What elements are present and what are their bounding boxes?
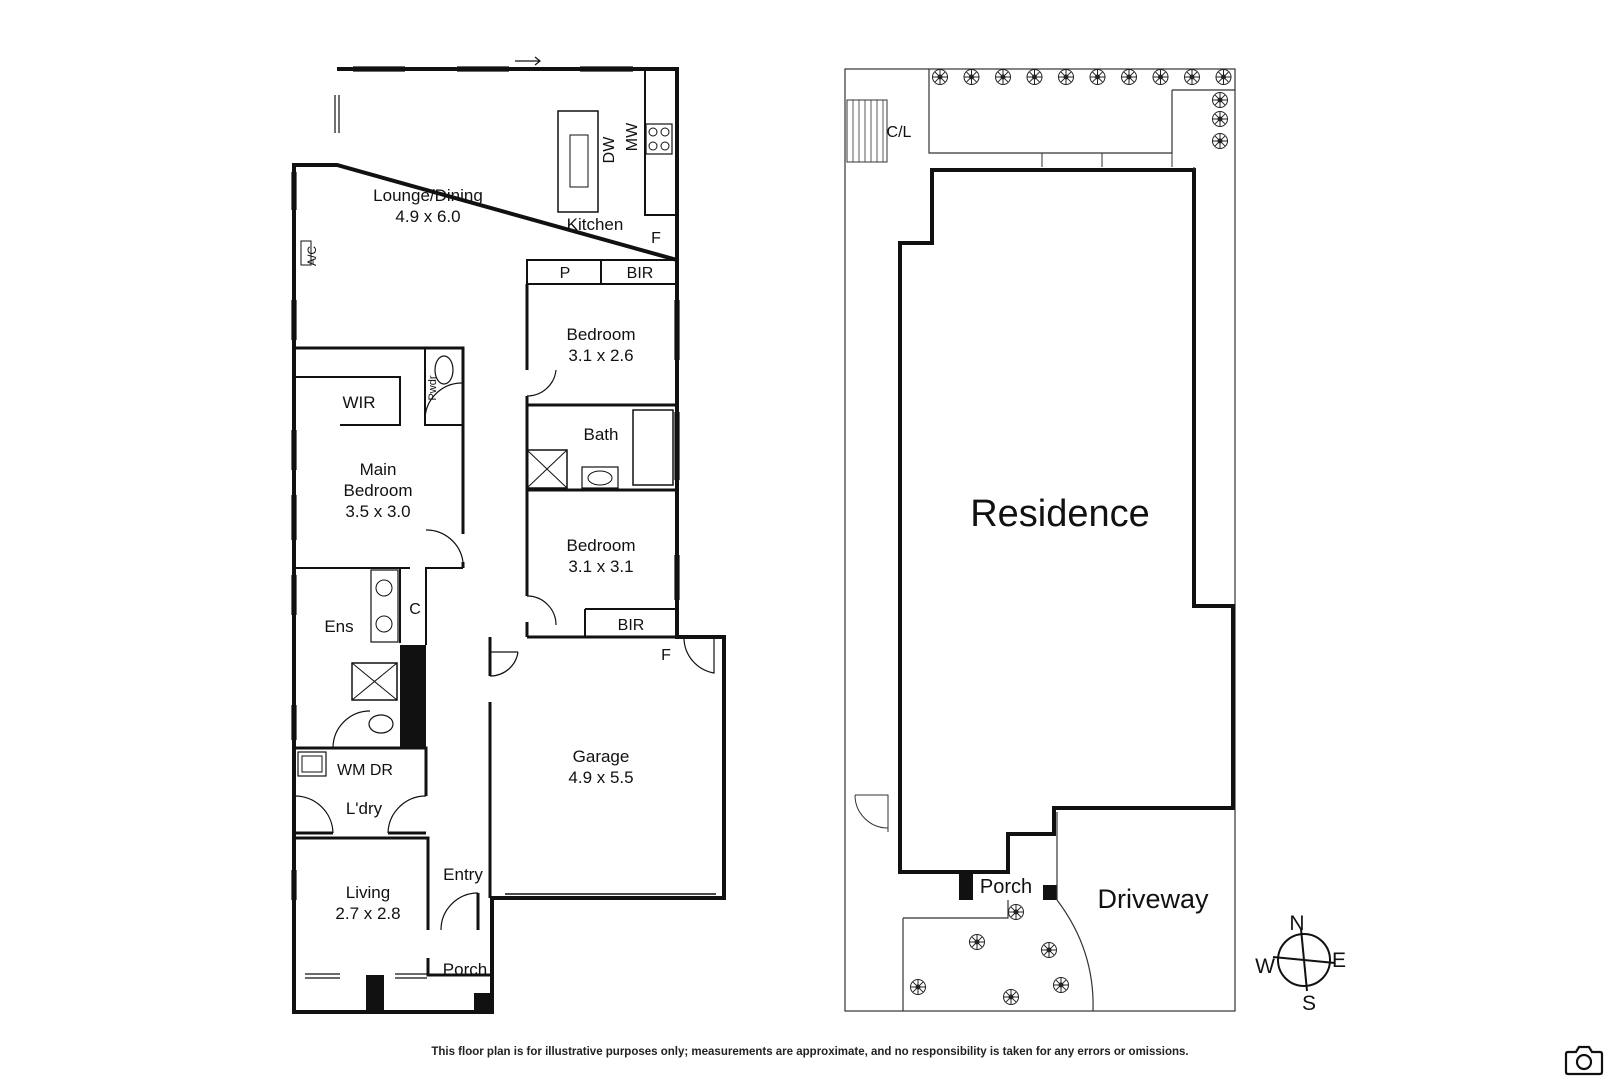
compass-north: N: [1289, 912, 1304, 935]
shrub-icon: [1089, 69, 1106, 85]
room-bedroom-1-name: Bedroom: [567, 325, 636, 344]
ensuite-wall-block: [400, 645, 426, 748]
powder-label: Pwdr: [427, 375, 439, 400]
shrub-icon: [963, 69, 980, 85]
ensuite-shower: [351, 662, 398, 701]
shrub-icon-center: [1058, 982, 1064, 988]
shrub-icon: [1212, 111, 1228, 127]
shrub-icon: [1212, 92, 1228, 108]
room-lounge-dining-name: Lounge/Dining: [373, 186, 483, 205]
garage-door: [505, 893, 716, 900]
shrub-icon: [1212, 133, 1228, 149]
shrub-icon: [910, 979, 926, 995]
garage-fridge-label: F: [661, 647, 671, 664]
site-plan-labels: Residence Porch Driveway C/L: [887, 124, 1209, 914]
kitchen-fridge-label: F: [651, 230, 661, 247]
site-boundary: [844, 68, 1236, 1012]
compass-circle: [1277, 933, 1331, 987]
driveway-label: Driveway: [1097, 884, 1209, 914]
shrub-icon: [1121, 69, 1137, 85]
shrub-icon-center: [1217, 138, 1223, 144]
shrub-icon-center: [1126, 74, 1132, 80]
kitchen-island: [557, 110, 599, 213]
room-entry-name: Entry: [443, 865, 483, 884]
room-laundry-name: L'dry: [346, 799, 383, 818]
room-living-name: Living: [346, 883, 390, 902]
bir-2-label: BIR: [618, 617, 645, 634]
outer-wall: [292, 67, 726, 1014]
room-main-bedroom-name-2: Bedroom: [344, 481, 413, 500]
shrub-icon: [1041, 942, 1057, 958]
shrub-icon: [1026, 69, 1043, 85]
pantry-label: P: [560, 265, 571, 282]
shrub-icon: [932, 69, 948, 85]
room-bedroom-2-size: 3.1 x 3.1: [568, 557, 633, 576]
room-garage-name: Garage: [573, 747, 630, 766]
shrub-icon-center: [1095, 74, 1100, 80]
shrub-icon: [969, 934, 985, 950]
shrub-icon-center: [1008, 994, 1014, 1000]
shrub-icon-center: [1217, 97, 1223, 103]
shrub-icon-center: [1063, 74, 1069, 80]
bath-tub: [632, 409, 674, 486]
compass-east: E: [1332, 949, 1346, 972]
room-lounge-dining-size: 4.9 x 6.0: [395, 207, 460, 226]
room-bedroom-2-name: Bedroom: [567, 536, 636, 555]
clothesline-label: C/L: [887, 124, 912, 141]
shrub-icon: [1053, 977, 1069, 993]
shrub-icon: [1215, 69, 1232, 85]
shrub-icon-center: [915, 984, 921, 990]
shrubs: [910, 69, 1232, 1005]
room-bath-name: Bath: [584, 425, 619, 444]
room-main-bedroom-name-1: Main: [360, 460, 397, 479]
shrub-icon: [1184, 69, 1200, 85]
shrub-icon: [995, 69, 1011, 85]
room-garage-size: 4.9 x 5.5: [568, 768, 633, 787]
site-porch-label: Porch: [980, 876, 1032, 898]
bir-1-label: BIR: [627, 265, 654, 282]
disclaimer-text: This floor plan is for illustrative purp…: [431, 1046, 1189, 1058]
shrub-icon: [1008, 904, 1024, 920]
shrub-icon-center: [1000, 74, 1006, 80]
shrub-icon-center: [1221, 74, 1226, 80]
compass: N E S W: [1255, 912, 1346, 1015]
room-kitchen-name: Kitchen: [567, 215, 624, 234]
floor-plan-labels: Lounge/Dining 4.9 x 6.0 Kitchen F DW MW …: [305, 122, 671, 979]
ac-label: A/C: [305, 246, 319, 266]
shrub-icon-center: [1158, 74, 1163, 80]
compass-west: W: [1255, 955, 1275, 978]
dishwasher-label: DW: [601, 136, 618, 164]
shrub-icon-center: [1046, 947, 1052, 953]
site-plan: [844, 68, 1236, 1012]
clothesline: [846, 99, 888, 163]
room-bedroom-1-size: 3.1 x 2.6: [568, 346, 633, 365]
shrub-icon: [1058, 69, 1074, 85]
room-main-bedroom-size: 3.5 x 3.0: [345, 502, 410, 521]
room-ensuite-name: Ens: [324, 617, 353, 636]
room-wir-name: WIR: [342, 393, 375, 412]
shrub-icon-center: [1032, 74, 1037, 80]
shrub-icon-center: [1013, 909, 1019, 915]
shrub-icon-center: [969, 74, 974, 80]
shrub-icon-center: [1189, 74, 1195, 80]
microwave-label: MW: [624, 122, 641, 151]
shrub-icon: [1003, 989, 1019, 1005]
shrub-icon-center: [1217, 116, 1223, 122]
shrub-icon-center: [974, 939, 980, 945]
cupboard-label: C: [409, 601, 421, 618]
shrub-icon-center: [937, 74, 943, 80]
floor-plan: [291, 56, 726, 1014]
shrub-icon: [1152, 69, 1169, 85]
cooktop: [645, 123, 673, 155]
residence-label: Residence: [970, 493, 1150, 535]
room-porch-name: Porch: [443, 960, 487, 979]
room-living-size: 2.7 x 2.8: [335, 904, 400, 923]
washer-dryer-label: WM DR: [337, 762, 393, 779]
shower: [526, 449, 568, 489]
compass-south: S: [1302, 992, 1316, 1015]
residence-outline[interactable]: [898, 168, 1235, 874]
camera-icon[interactable]: [1564, 1044, 1604, 1076]
